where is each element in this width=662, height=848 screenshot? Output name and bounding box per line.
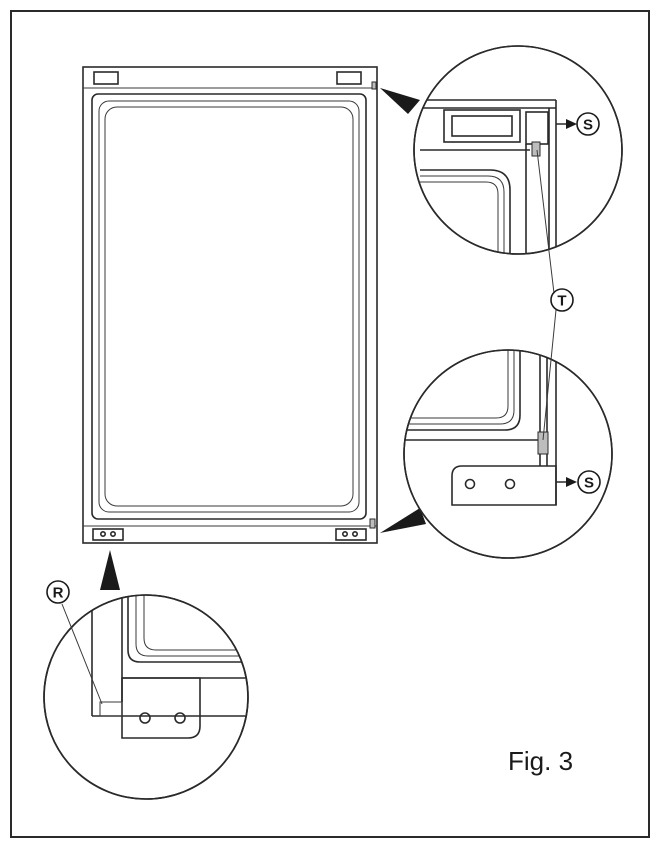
detail-top-right: S <box>413 45 623 255</box>
callout-s-top: S <box>583 117 593 134</box>
callout-t-group: T <box>536 149 574 441</box>
callout-t: T <box>557 293 566 310</box>
callout-r: R <box>53 585 64 602</box>
bottom-left-bracket <box>92 528 124 541</box>
figure-frame <box>10 10 650 838</box>
pointer-arrow-top-right <box>380 88 420 114</box>
detail-bottom-right: S <box>403 349 613 559</box>
door-panel <box>82 66 378 544</box>
pointer-arrow-bottom-left <box>100 550 120 590</box>
detail-bottom-left: R <box>43 580 249 800</box>
callout-s-bottom: S <box>584 475 594 492</box>
pointer-arrow-bottom-right <box>380 508 426 533</box>
bottom-right-bracket <box>335 528 367 541</box>
figure-caption: Fig. 3 <box>508 746 574 776</box>
